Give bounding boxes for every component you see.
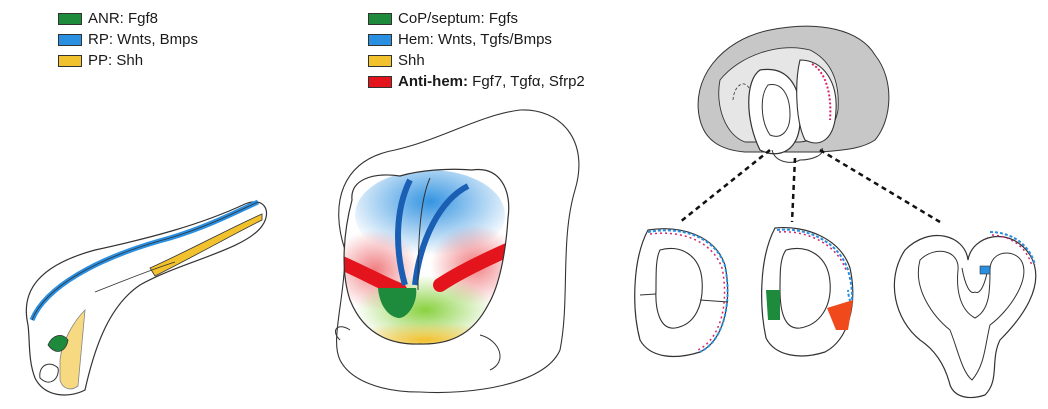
section-3-hem-marker [980, 266, 990, 274]
coronal-section-3 [894, 232, 1035, 398]
coronal-section-2 [762, 228, 853, 356]
telencephalon-figure [330, 110, 579, 393]
section-connectors [680, 150, 940, 222]
connector-line-2 [792, 158, 795, 222]
connector-line-1 [680, 150, 770, 222]
brain-3d-figure [698, 26, 889, 162]
neural-tube-figure [26, 202, 266, 395]
tube-lumen [40, 364, 58, 382]
coronal-section-1 [635, 229, 728, 357]
section-2-septum-region [766, 290, 780, 320]
connector-line-3 [820, 150, 940, 222]
